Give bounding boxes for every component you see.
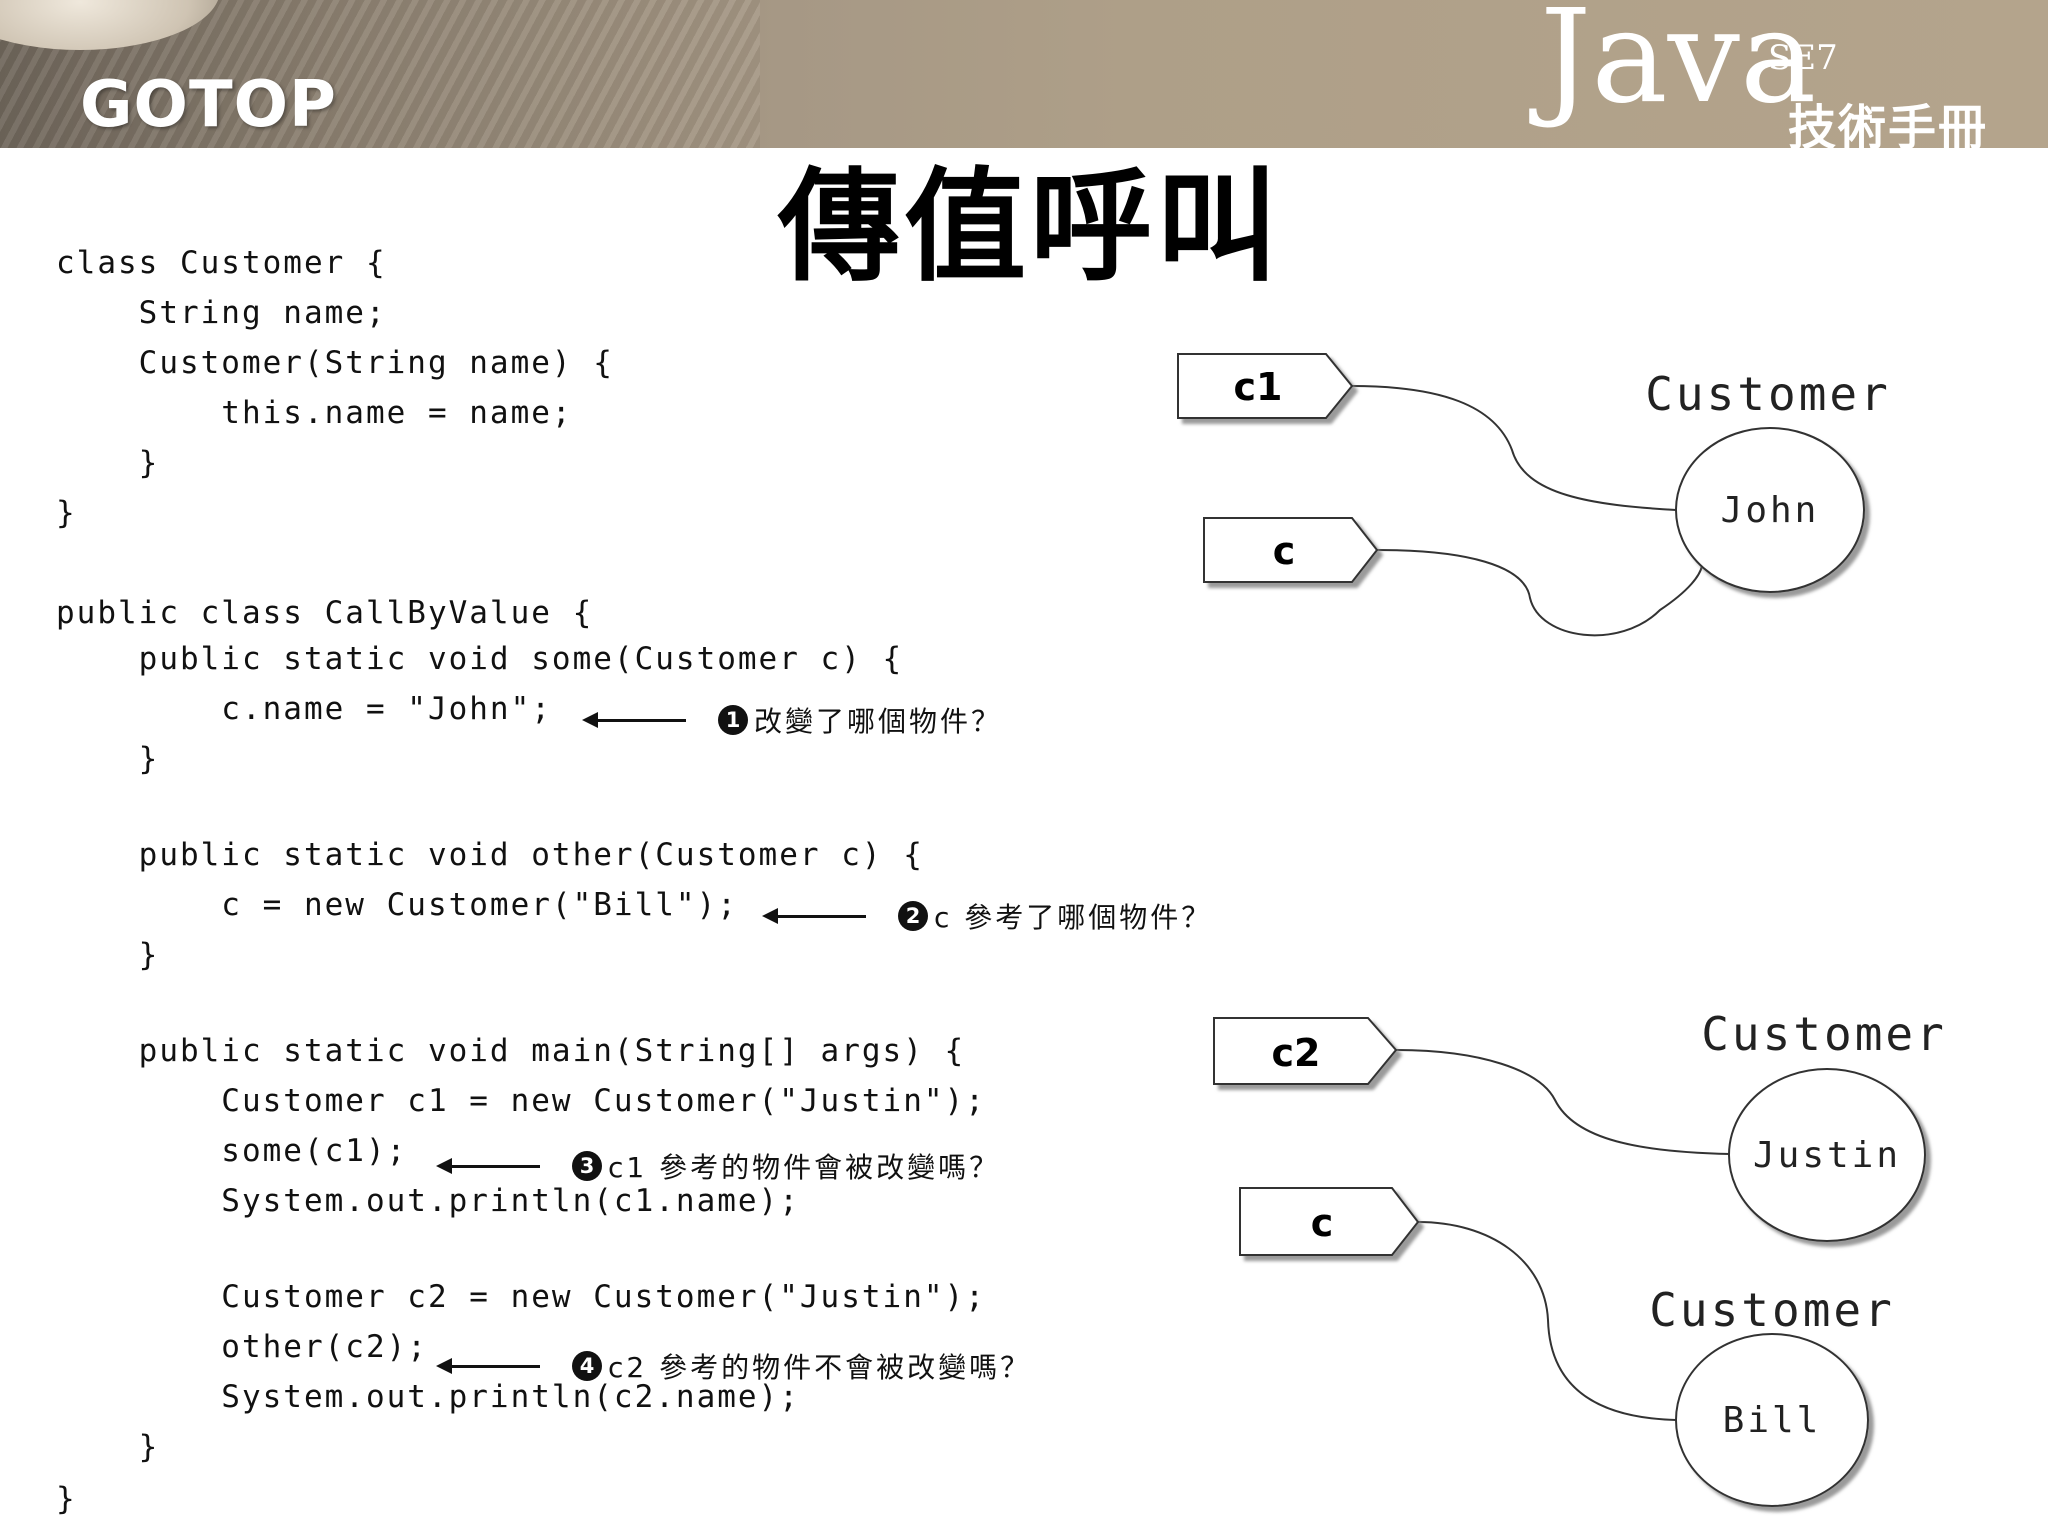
code-line: } [56,1429,160,1465]
number-badge: 1 [718,705,748,735]
code-line: other(c2); [56,1329,428,1365]
code-line: } [56,741,160,777]
java-se-version: SE7 [1768,38,1838,78]
left-arrow-icon [582,711,686,728]
ref-tag-c1 [1177,353,1354,419]
code-line: Customer c1 = new Customer("Justin"); [56,1083,986,1119]
code-line: some(c1); [56,1133,408,1169]
number-badge: 2 [898,901,928,931]
gotop-logo: GOTOP [80,68,337,142]
left-arrow-icon [436,1157,540,1174]
ref-label: c1 [1234,365,1283,409]
code-line: public static void other(Customer c) { [56,837,924,873]
ref-label: c [1311,1201,1334,1245]
code-line: String name; [56,295,387,331]
code-line: c = new Customer("Bill"); [56,887,738,923]
header-banner: GOTOP Java SE7 技術手冊 [0,0,2048,148]
book-subtitle: 技術手冊 [1788,100,1989,148]
annotation-text: 改變了哪個物件？ [754,705,1003,738]
code-line: System.out.println(c1.name); [56,1183,800,1219]
class-label: Customer [1701,1007,1947,1061]
code-line: } [56,495,77,531]
class-label: Customer [1645,367,1891,421]
annotation-text: c1 參考的物件會被改變嗎？ [608,1151,1001,1184]
code-listing: class Customer { String name; Customer(S… [56,248,1196,1528]
code-line: } [56,445,160,481]
code-line: Customer c2 = new Customer("Justin"); [56,1279,986,1315]
number-badge: 3 [572,1151,602,1181]
ref-label: c2 [1272,1031,1321,1075]
reference-line [1376,549,1703,637]
left-arrow-icon [762,907,866,924]
object-circle [1728,1068,1926,1242]
code-line: public static void main(String[] args) { [56,1033,966,1069]
object-value: John [1721,490,1820,531]
annotation-text: c 參考了哪個物件？ [934,901,1213,934]
left-arrow-icon [436,1357,540,1374]
code-line: class Customer { [56,245,387,281]
code-line: System.out.println(c2.name); [56,1379,800,1415]
diagram-top: c1 c Customer John [1177,353,1891,637]
object-circle [1675,1333,1869,1507]
reference-line [1351,385,1677,511]
ref-tag-c [1239,1187,1420,1256]
annotation-text: c2 參考的物件不會被改變嗎？ [608,1351,1032,1384]
code-line: } [56,1481,77,1517]
reference-line [1417,1221,1677,1421]
code-line: public class CallByValue { [56,595,594,631]
ref-label: c [1273,529,1296,573]
number-badge: 4 [572,1351,602,1381]
code-line: Customer(String name) { [56,345,614,381]
code-line: this.name = name; [56,395,573,431]
class-label: Customer [1649,1283,1895,1337]
slide-title: 傳值呼叫 [778,156,1282,298]
code-line: } [56,937,160,973]
reference-line [1395,1049,1731,1155]
diagram-bottom: c2 c Customer Justin Customer Bill [1213,1007,1947,1507]
object-value: Bill [1723,1400,1822,1441]
ref-tag-c2 [1213,1017,1398,1085]
code-line: public static void some(Customer c) { [56,641,904,677]
object-circle [1675,427,1865,593]
code-line: c.name = "John"; [56,691,552,727]
java-logo-word: Java [1540,0,1817,132]
object-value: Justin [1753,1135,1901,1176]
ref-tag-c [1203,517,1379,583]
